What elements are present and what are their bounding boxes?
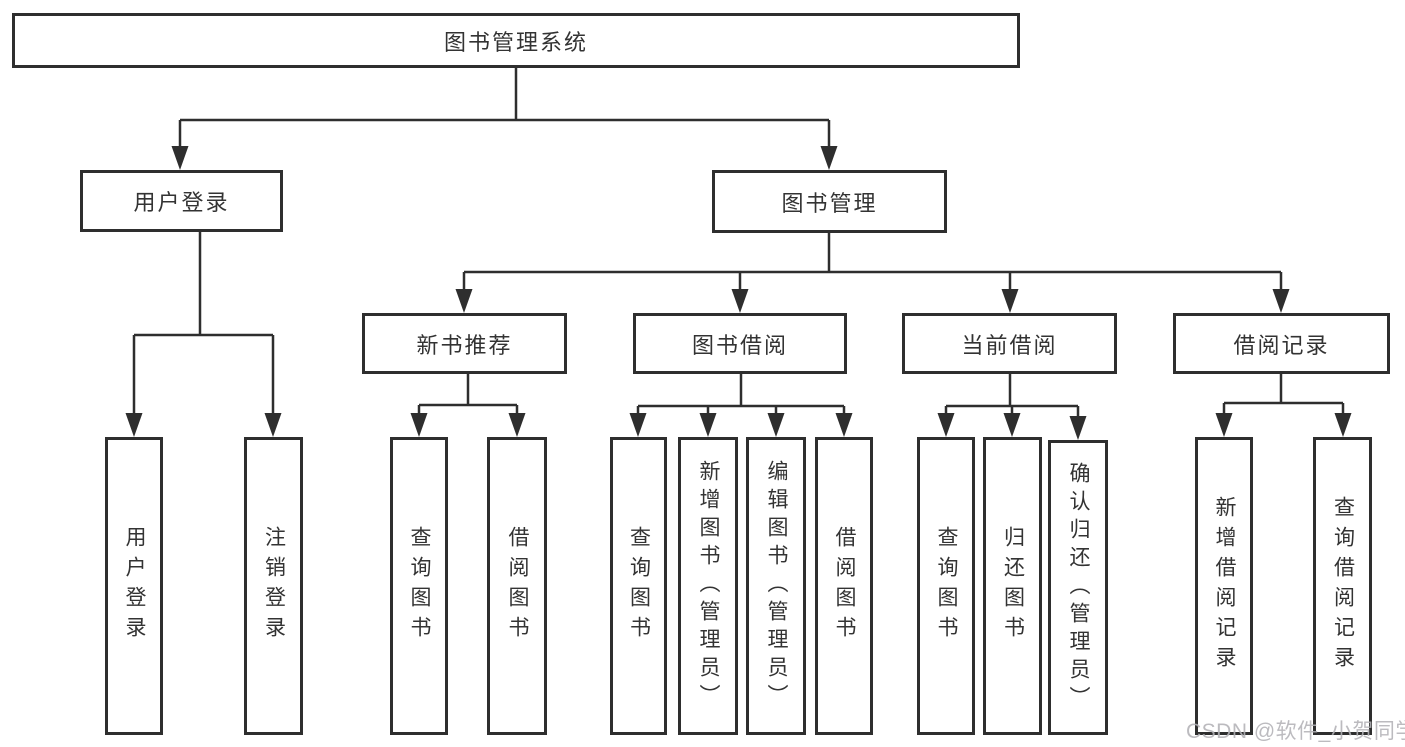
leaf-query-books-1: 查询图书 (390, 437, 448, 735)
node-book-management: 图书管理 (712, 170, 947, 233)
leaf-confirm-return-admin: 确认归还（管理员） (1048, 440, 1108, 735)
watermark: CSDN @软件_小贺同学 (1186, 720, 1405, 743)
leaf-query-books-2: 查询图书 (610, 437, 667, 735)
leaf-borrow-books-2: 借阅图书 (815, 437, 873, 735)
node-user-login: 用户登录 (80, 170, 283, 232)
node-library-management-system: 图书管理系统 (12, 13, 1020, 68)
leaf-edit-books-admin: 编辑图书（管理员） (746, 437, 806, 735)
arrowhead-icons (125, 146, 1352, 440)
leaf-query-books-3: 查询图书 (917, 437, 975, 735)
leaf-add-books-admin: 新增图书（管理员） (678, 437, 738, 735)
leaf-add-borrow-record: 新增借阅记录 (1195, 437, 1253, 735)
leaf-borrow-books-1: 借阅图书 (487, 437, 547, 735)
leaf-user-login: 用户登录 (105, 437, 163, 735)
node-new-book-recommend: 新书推荐 (362, 313, 567, 374)
leaf-return-books: 归还图书 (983, 437, 1042, 735)
leaf-query-borrow-record: 查询借阅记录 (1313, 437, 1372, 735)
node-current-borrowing: 当前借阅 (902, 313, 1117, 374)
node-borrowing-records: 借阅记录 (1173, 313, 1390, 374)
node-book-borrowing: 图书借阅 (633, 313, 847, 374)
leaf-logout: 注销登录 (244, 437, 303, 735)
